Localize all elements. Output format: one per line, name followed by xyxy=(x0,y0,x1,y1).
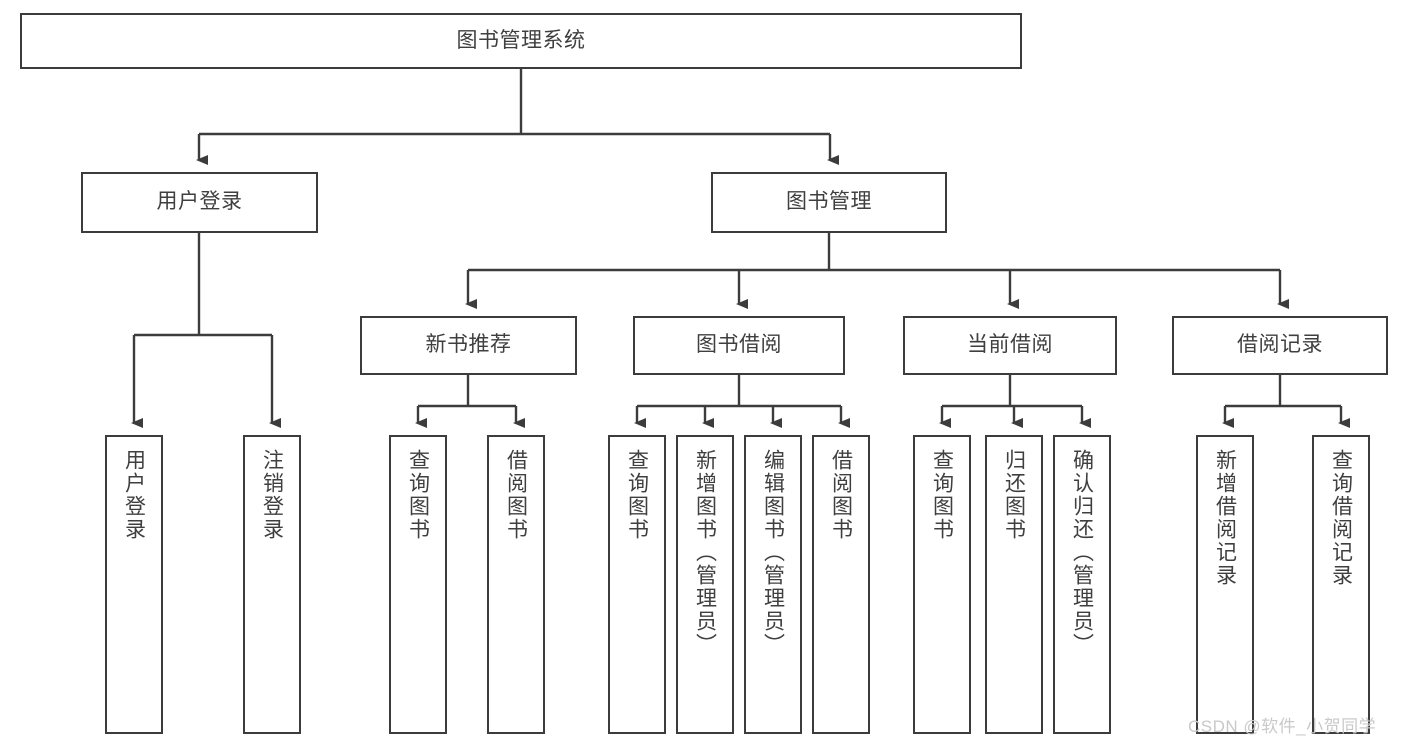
node-leaf-cur-confirm-return[interactable]: 确认归还（管理员） xyxy=(1053,435,1111,734)
node-leaf-borrow-edit-book-label: 编辑图书（管理员） xyxy=(761,449,785,656)
node-leaf-borrow-edit-book[interactable]: 编辑图书（管理员） xyxy=(744,435,802,734)
node-leaf-rec-query-record-label: 查询借阅记录 xyxy=(1329,449,1353,587)
node-leaf-cur-query-book-label: 查询图书 xyxy=(930,449,954,541)
node-leaf-borrow-borrow-book[interactable]: 借阅图书 xyxy=(812,435,870,734)
csdn-watermark: CSDN @软件_小贺同学 xyxy=(1188,717,1377,736)
node-new-book-rec[interactable]: 新书推荐 xyxy=(360,316,577,375)
node-leaf-rec-borrow-book[interactable]: 借阅图书 xyxy=(487,435,545,734)
node-book-borrow-label: 图书借阅 xyxy=(696,333,782,357)
node-leaf-user-login[interactable]: 用户登录 xyxy=(105,435,163,734)
node-leaf-rec-add-record[interactable]: 新增借阅记录 xyxy=(1196,435,1254,734)
node-leaf-borrow-query-book-label: 查询图书 xyxy=(625,449,649,541)
node-new-book-rec-label: 新书推荐 xyxy=(425,333,512,357)
node-leaf-rec-query-record[interactable]: 查询借阅记录 xyxy=(1312,435,1370,734)
node-current-borrow-label: 当前借阅 xyxy=(967,333,1053,357)
node-leaf-borrow-query-book[interactable]: 查询图书 xyxy=(608,435,666,734)
node-book-manage[interactable]: 图书管理 xyxy=(711,172,947,233)
node-current-borrow[interactable]: 当前借阅 xyxy=(903,316,1117,375)
node-leaf-user-logout[interactable]: 注销登录 xyxy=(243,435,301,734)
node-leaf-rec-add-record-label: 新增借阅记录 xyxy=(1213,449,1237,587)
node-borrow-record[interactable]: 借阅记录 xyxy=(1172,316,1388,375)
node-user-login-label: 用户登录 xyxy=(156,190,243,214)
node-leaf-cur-return-book-label: 归还图书 xyxy=(1002,449,1026,541)
node-borrow-record-label: 借阅记录 xyxy=(1237,333,1323,357)
node-leaf-borrow-add-book[interactable]: 新增图书（管理员） xyxy=(676,435,734,734)
node-leaf-user-logout-label: 注销登录 xyxy=(260,449,284,541)
node-leaf-cur-query-book[interactable]: 查询图书 xyxy=(913,435,971,734)
node-leaf-user-login-label: 用户登录 xyxy=(122,449,146,541)
node-root-label: 图书管理系统 xyxy=(456,28,586,52)
node-leaf-rec-query-book-label: 查询图书 xyxy=(406,449,430,541)
node-user-login[interactable]: 用户登录 xyxy=(81,172,318,233)
node-leaf-rec-query-book[interactable]: 查询图书 xyxy=(389,435,447,734)
node-leaf-rec-borrow-book-label: 借阅图书 xyxy=(504,449,528,541)
node-leaf-cur-confirm-return-label: 确认归还（管理员） xyxy=(1070,449,1094,656)
node-leaf-borrow-borrow-book-label: 借阅图书 xyxy=(829,449,853,541)
node-leaf-cur-return-book[interactable]: 归还图书 xyxy=(985,435,1043,734)
node-book-borrow[interactable]: 图书借阅 xyxy=(633,316,845,375)
node-leaf-borrow-add-book-label: 新增图书（管理员） xyxy=(693,449,717,656)
node-root[interactable]: 图书管理系统 xyxy=(20,13,1022,69)
node-book-manage-label: 图书管理 xyxy=(786,190,872,214)
